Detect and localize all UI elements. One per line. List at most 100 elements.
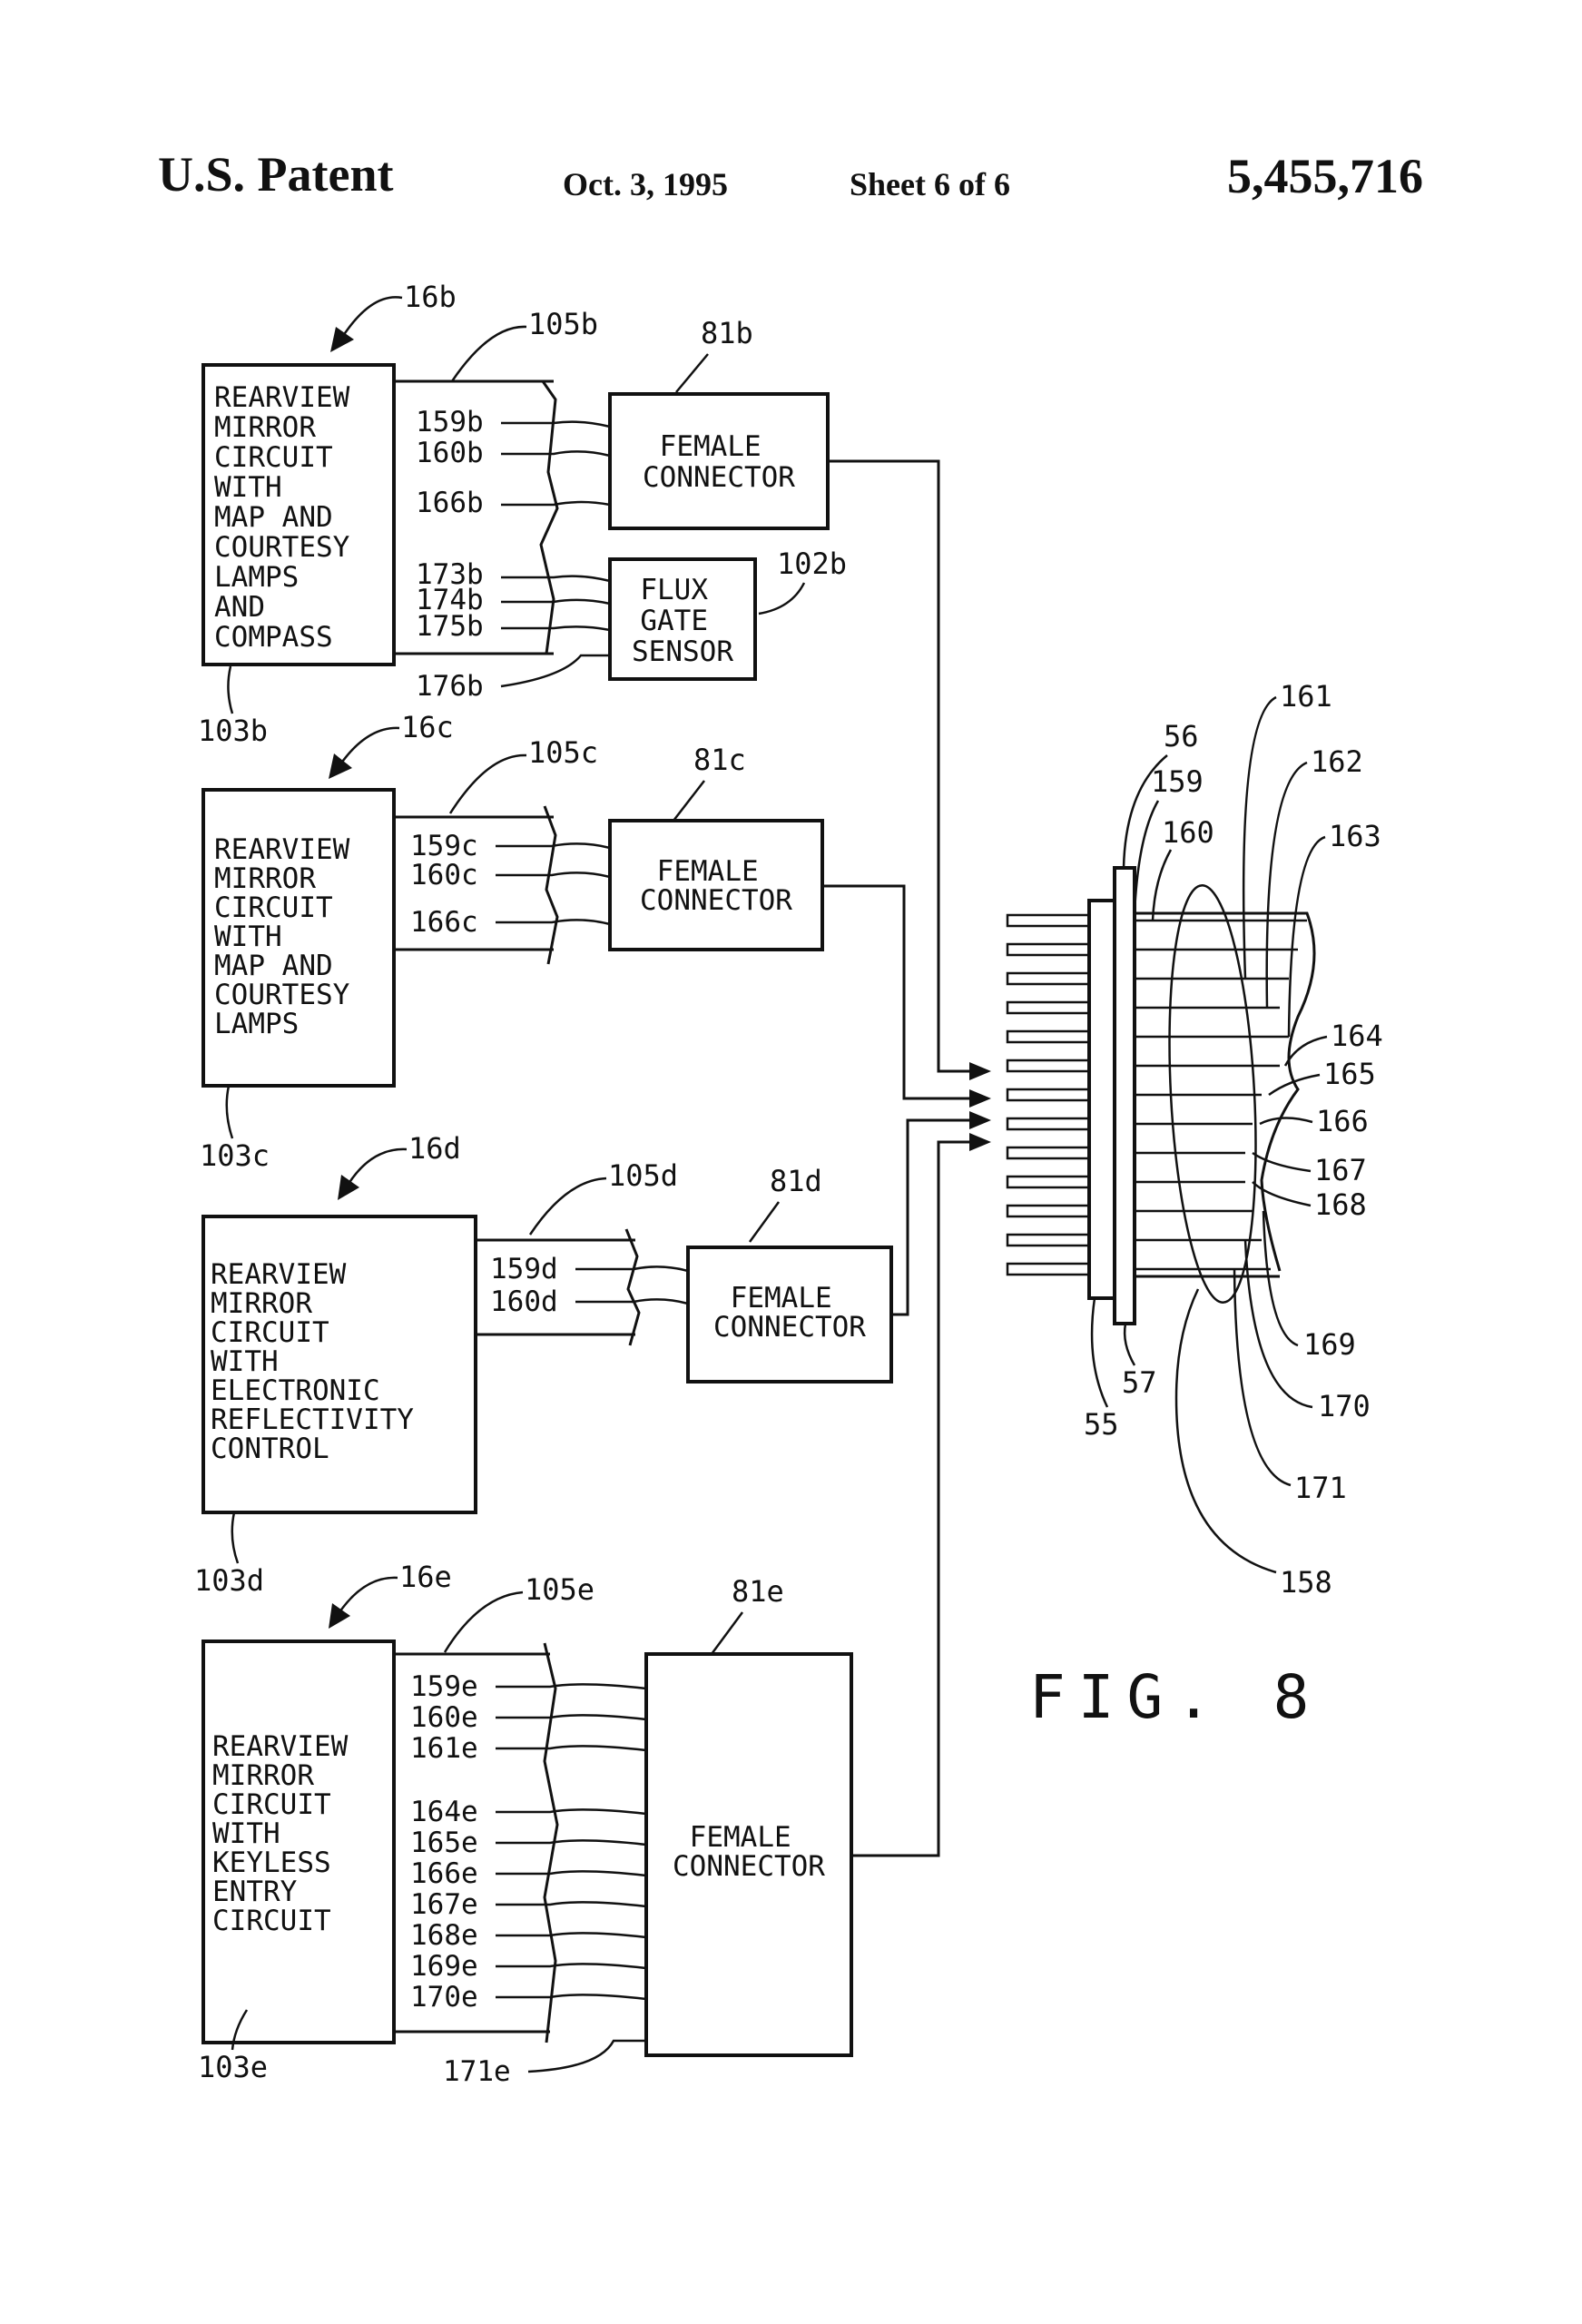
wire-165e: 165e <box>410 1827 478 1859</box>
ref-102b: 102b <box>777 547 847 581</box>
leader-160 <box>1151 849 1173 921</box>
wire-line-164e <box>496 1808 647 1816</box>
circuit-box-c <box>201 788 396 1088</box>
wire-line-160c <box>496 872 611 879</box>
circuit-b: 16b 105b 81b REARVIEW MIRROR CIRCUIT WIT… <box>198 280 976 1073</box>
ref-170: 170 <box>1318 1389 1371 1423</box>
circuit-box-b <box>201 363 396 666</box>
ref-171: 171 <box>1294 1471 1347 1505</box>
wire-170e: 170e <box>410 1981 478 2014</box>
wire-line-166c <box>496 919 611 926</box>
ref-105e: 105e <box>525 1572 594 1607</box>
ref-158: 158 <box>1280 1565 1332 1600</box>
ref-103e: 103e <box>198 2050 268 2084</box>
circuit-d: 16d 105d 81d REARVIEW MIRROR CIRCUIT WIT… <box>194 1118 976 1598</box>
header-us-patent: U.S. Patent <box>158 147 393 202</box>
arrowhead-16e <box>329 1603 350 1629</box>
leader-81e <box>710 1611 744 1655</box>
arrowhead-d <box>969 1111 991 1129</box>
circuit-box-c-text: REARVIEW MIRROR CIRCUIT WITH MAP AND COU… <box>214 833 367 1040</box>
female-connector-d-text: FEMALE CONNECTOR <box>713 1282 866 1344</box>
arrowhead-c <box>969 1089 991 1108</box>
leader-102b <box>758 582 806 615</box>
leader-169 <box>1262 1210 1299 1347</box>
harness-b-break <box>539 380 559 655</box>
leader-105e <box>443 1590 524 1653</box>
leader-105d <box>528 1177 607 1236</box>
ref-160: 160 <box>1162 815 1214 850</box>
leader-16b <box>341 296 403 337</box>
circuit-box-d <box>201 1215 477 1514</box>
wire-169e: 169e <box>410 1950 478 1983</box>
harness-e-break <box>543 1642 559 2043</box>
wire-line-176b <box>500 654 610 688</box>
wire-line-171e <box>527 2039 646 2073</box>
wire-line-159c <box>496 842 611 850</box>
connector-wires <box>1135 911 1316 1278</box>
circuit-box-d-text: REARVIEW MIRROR CIRCUIT WITH ELECTRONIC … <box>211 1258 431 1465</box>
wire-line-160e <box>496 1714 647 1721</box>
wire-line-160d <box>575 1298 689 1305</box>
wire-line-173b <box>501 575 611 583</box>
header-sheet: Sheet 6 of 6 <box>850 166 1010 202</box>
wire-bundle-158 <box>1168 884 1257 1304</box>
leader-16e <box>338 1576 398 1613</box>
ref-81b: 81b <box>701 316 753 350</box>
leader-159 <box>1133 800 1160 914</box>
main-connector: 56 159 160 161 162 163 164 165 166 167 1… <box>1006 679 1383 1600</box>
wire-167e: 167e <box>410 1888 478 1921</box>
wire-line-165e <box>496 1839 647 1846</box>
wire-159b: 159b <box>416 406 484 438</box>
arrowhead-16d <box>338 1175 359 1200</box>
wire-160c: 160c <box>410 859 478 891</box>
wire-159e: 159e <box>410 1670 478 1703</box>
leader-165 <box>1268 1073 1321 1097</box>
leader-171 <box>1233 1268 1292 1487</box>
wire-175b: 175b <box>416 610 484 643</box>
leader-105b <box>450 325 527 382</box>
female-connector-b-text: FEMALE CONNECTOR <box>643 430 795 494</box>
ref-57: 57 <box>1122 1365 1157 1400</box>
wire-line-174b <box>501 598 611 606</box>
connector-housing-55 <box>1087 899 1116 1300</box>
ref-105d: 105d <box>608 1158 678 1193</box>
leader-161 <box>1242 695 1277 980</box>
wire-173b: 173b <box>416 558 484 591</box>
leader-168 <box>1252 1181 1312 1207</box>
connector-pins <box>1006 913 1091 1276</box>
female-connector-c-text: FEMALE CONNECTOR <box>640 855 792 917</box>
leader-105c <box>448 753 527 814</box>
harness-c-break <box>543 805 559 965</box>
leader-103b <box>227 665 234 714</box>
ref-81c: 81c <box>693 743 746 777</box>
leader-164 <box>1283 1035 1328 1067</box>
connector-c-route <box>822 884 976 1100</box>
wire-159d: 159d <box>490 1253 558 1285</box>
female-connector-e-text: FEMALE CONNECTOR <box>673 1821 825 1883</box>
wire-160d: 160d <box>490 1285 558 1318</box>
ref-105c: 105c <box>528 735 598 770</box>
leader-81d <box>748 1201 781 1243</box>
figure-label: FIG. 8 <box>1029 1662 1322 1732</box>
wire-166c: 166c <box>410 906 478 939</box>
connector-d-route <box>891 1118 976 1316</box>
ref-169: 169 <box>1303 1327 1356 1362</box>
wire-line-169e <box>496 1963 647 1970</box>
ref-16d: 16d <box>408 1131 461 1166</box>
wire-line-170e <box>496 1994 647 2001</box>
ref-161: 161 <box>1280 679 1332 714</box>
wire-164e: 164e <box>410 1796 478 1828</box>
ref-56: 56 <box>1164 719 1199 753</box>
wire-line-161e <box>496 1745 647 1752</box>
leader-16c <box>339 726 400 765</box>
leader-158 <box>1174 1288 1277 1574</box>
ref-81e: 81e <box>732 1574 784 1609</box>
circuit-box-e <box>201 1640 396 2044</box>
wire-line-159e <box>496 1683 647 1690</box>
wire-174b: 174b <box>416 584 484 616</box>
harness-d-break <box>624 1228 641 1346</box>
wire-line-166e <box>496 1870 647 1877</box>
ref-55: 55 <box>1084 1407 1119 1442</box>
circuit-box-b-text: REARVIEW MIRROR CIRCUIT WITH MAP AND COU… <box>214 381 367 654</box>
